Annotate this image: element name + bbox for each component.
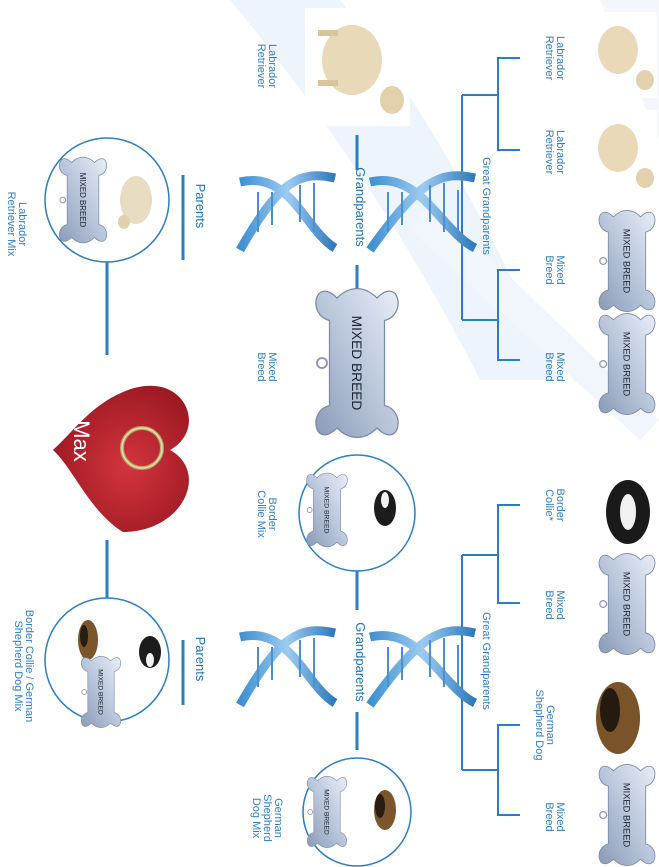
tag-label: MIXED BREED [622,229,632,294]
tag-label: MIXED BREED [323,789,330,835]
great-grandparents-brackets [461,57,520,816]
dna-helix-icon [236,626,338,708]
grandparent-label: Mixed Breed [255,352,278,382]
parents-header-left: Parents [193,183,208,229]
great-grandparents-header-left: Great Grandparents [480,157,492,255]
labrador-photo [118,176,152,229]
tag-label: MIXED BREED [323,487,330,534]
border-collie-photo [374,490,396,526]
parent-right-label: Border Collie / German Shepherd Dog Mix [12,609,35,723]
grandparent-label: Border Collie Mix [255,490,278,538]
bone-tags: MIXED BREED MIXED BREED MIXED BREED MIXED B… [59,156,656,866]
grandparents-header-left: Grandparents [353,167,368,247]
mixed-breed-tag: MIXED BREED [598,764,656,866]
mixed-breed-tag: MIXED BREED [59,156,107,244]
german-shepherd-photo [596,682,640,754]
great-grandparents-header-right: Great Grandparents [480,612,492,710]
great-grandparent-label: Mixed Breed [543,352,566,382]
tag-label: MIXED BREED [97,669,104,715]
great-grandparent-label: Border Collie* [543,488,566,522]
labrador-photo [585,12,657,98]
grandparent-label: German Shepherd Dog Mix [250,794,284,842]
labrador-photo [305,8,410,126]
border-collie-photo [606,480,650,544]
photo-placeholders [78,8,657,830]
mixed-breed-tag: MIXED BREED [598,553,656,655]
mixed-breed-tag: MIXED BREED [307,776,347,848]
tag-label: MIXED BREED [622,572,632,637]
parent-left-label: Labrador Retriever Mix [5,191,28,257]
tag-label: MIXED BREED [349,316,364,411]
mixed-breed-tag: MIXED BREED [598,313,656,415]
tag-label: MIXED BREED [622,783,632,848]
mixed-breed-tag: MIXED BREED [598,210,656,312]
great-grandparent-label: German Shepherd Dog [533,689,556,761]
great-grandparent-label: Mixed Breed [543,590,566,620]
great-grandparent-label: Labrador Retriever [543,35,566,81]
heart-tag [53,385,189,532]
labrador-photo [585,110,657,196]
mixed-breed-tag: MIXED BREED [81,656,121,728]
great-grandparent-label: Labrador Retriever [543,129,566,175]
german-shepherd-photo [78,620,98,660]
great-grandparent-label: Mixed Breed [543,255,566,285]
dna-helix-icon [236,171,338,253]
parents-header-right: Parents [193,636,208,682]
german-shepherd-photo [374,790,396,830]
mixed-breed-tag: MIXED BREED [306,472,348,548]
border-collie-photo [139,636,161,668]
tag-label: MIXED BREED [622,332,632,397]
grandparent-label: Labrador Retriever [255,43,278,89]
tag-label: MIXED BREED [78,173,87,228]
connector-lines [105,135,359,750]
grandparents-header-right: Grandparents [353,622,368,702]
dna-helix-icon [366,626,478,708]
center-dog-name: Max [69,420,94,462]
mixed-breed-tag: MIXED BREED [315,288,399,438]
great-grandparent-label: Mixed Breed [543,802,566,832]
dna-helix-icon [366,171,478,253]
